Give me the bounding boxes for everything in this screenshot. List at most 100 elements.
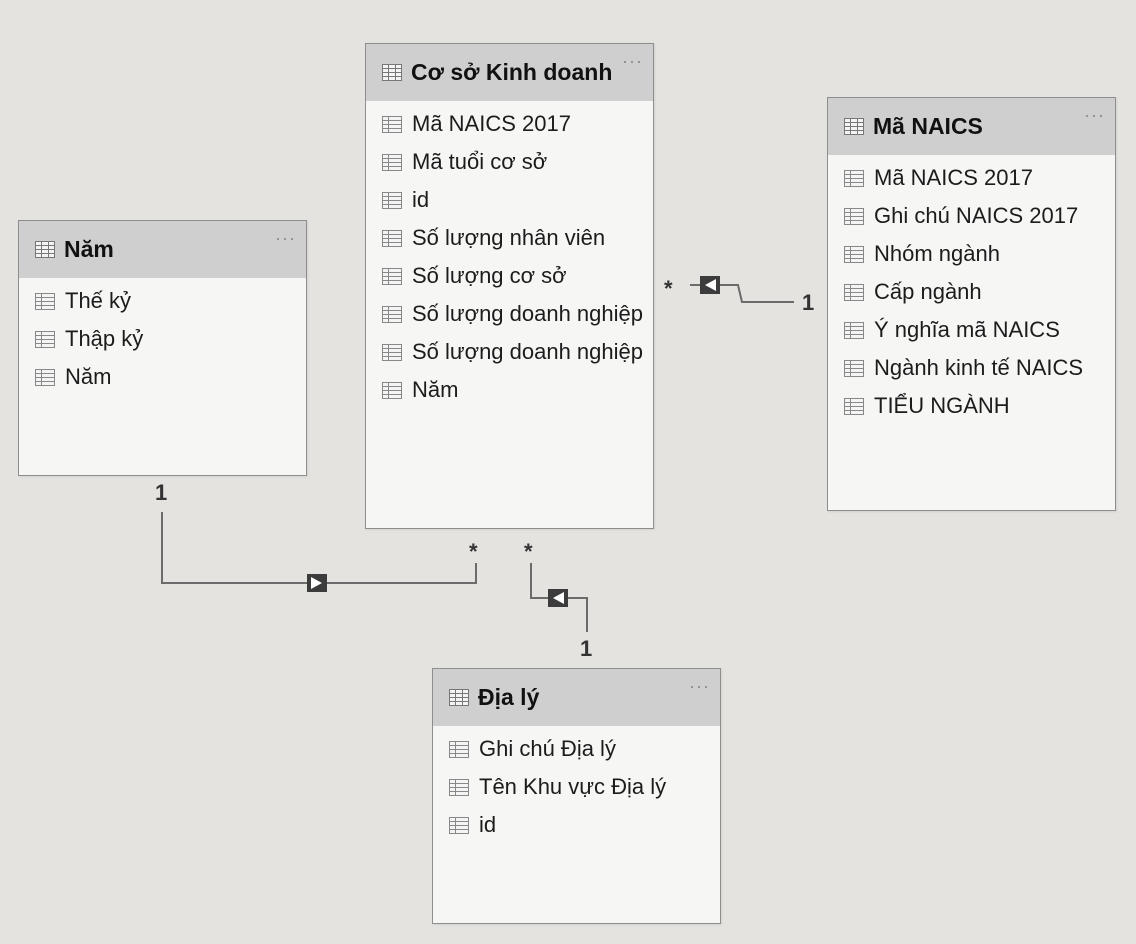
table-title: Địa lý	[478, 684, 540, 710]
table-header[interactable]: Mã NAICS ···	[828, 98, 1115, 155]
table-icon	[449, 689, 469, 706]
field-row[interactable]: Năm	[366, 371, 653, 409]
more-options-icon[interactable]: ···	[275, 228, 296, 248]
table-icon	[844, 118, 864, 135]
field-row[interactable]: Số lượng doanh nghiệp	[366, 333, 653, 371]
field-label: Ghi chú NAICS 2017	[874, 203, 1079, 228]
field-icon	[382, 115, 402, 133]
field-label: Số lượng doanh nghiệp	[412, 339, 643, 364]
field-label: Nhóm ngành	[874, 241, 1000, 266]
table-header[interactable]: Cơ sở Kinh doanh ···	[366, 44, 653, 101]
more-options-icon[interactable]: ···	[1084, 105, 1105, 125]
relationship-dialy-coso[interactable]	[530, 563, 588, 632]
table-card-ma-naics[interactable]: Mã NAICS ··· Mã NAICS 2017 Ghi chú NAICS…	[827, 97, 1116, 511]
relationship-coso-naics[interactable]	[690, 276, 794, 303]
field-icon	[844, 321, 864, 339]
field-row[interactable]: id	[433, 806, 720, 844]
table-card-co-so-kinh-doanh[interactable]: Cơ sở Kinh doanh ··· Mã NAICS 2017 Mã tu…	[365, 43, 654, 529]
table-title: Năm	[64, 236, 114, 262]
cardinality-one-label: 1	[155, 480, 168, 505]
more-options-icon[interactable]: ···	[622, 51, 643, 71]
more-options-icon[interactable]: ···	[689, 676, 710, 696]
field-icon	[449, 740, 469, 758]
field-row[interactable]: Tên Khu vực Địa lý	[433, 768, 720, 806]
field-icon	[382, 153, 402, 171]
field-icon	[449, 778, 469, 796]
field-label: Tên Khu vực Địa lý	[479, 774, 667, 799]
field-row[interactable]: Mã tuổi cơ sở	[366, 143, 653, 181]
field-list: Mã NAICS 2017 Ghi chú NAICS 2017 Nhóm ng…	[828, 155, 1115, 425]
field-row[interactable]: Ghi chú Địa lý	[433, 730, 720, 768]
field-icon	[382, 305, 402, 323]
field-icon	[844, 245, 864, 263]
field-label: Năm	[412, 377, 459, 402]
field-row[interactable]: Cấp ngành	[828, 273, 1115, 311]
field-row[interactable]: Thế kỷ	[19, 282, 306, 320]
filter-arrow-icon	[700, 276, 720, 294]
field-label: Thế kỷ	[65, 288, 132, 313]
field-label: Mã NAICS 2017	[874, 165, 1033, 190]
field-label: Số lượng nhân viên	[412, 225, 606, 250]
field-row[interactable]: Ý nghĩa mã NAICS	[828, 311, 1115, 349]
field-row[interactable]: Năm	[19, 358, 306, 396]
table-header[interactable]: Năm ···	[19, 221, 306, 278]
field-label: TIỂU NGÀNH	[874, 393, 1010, 418]
field-row[interactable]: TIỂU NGÀNH	[828, 387, 1115, 425]
field-icon	[382, 267, 402, 285]
field-icon	[844, 207, 864, 225]
field-label: Mã NAICS 2017	[412, 111, 571, 136]
field-row[interactable]: Nhóm ngành	[828, 235, 1115, 273]
field-row[interactable]: Số lượng doanh nghiệp	[366, 295, 653, 333]
field-label: Cấp ngành	[874, 279, 982, 304]
field-row[interactable]: Ghi chú NAICS 2017	[828, 197, 1115, 235]
field-icon	[35, 330, 55, 348]
field-row[interactable]: id	[366, 181, 653, 219]
field-icon	[382, 229, 402, 247]
field-label: Số lượng cơ sở	[412, 263, 567, 288]
field-row[interactable]: Mã NAICS 2017	[828, 159, 1115, 197]
table-icon	[35, 241, 55, 258]
field-label: Ngành kinh tế NAICS	[874, 355, 1084, 380]
field-row[interactable]: Thập kỷ	[19, 320, 306, 358]
field-icon	[35, 368, 55, 386]
table-icon	[382, 64, 402, 81]
table-card-dia-ly[interactable]: Địa lý ··· Ghi chú Địa lý Tên Khu vực Đị…	[432, 668, 721, 924]
field-row[interactable]: Mã NAICS 2017	[366, 105, 653, 143]
field-icon	[844, 397, 864, 415]
field-icon	[382, 343, 402, 361]
field-icon	[449, 816, 469, 834]
field-list: Mã NAICS 2017 Mã tuổi cơ sở id Số lượng …	[366, 101, 653, 409]
table-title: Cơ sở Kinh doanh	[411, 59, 613, 85]
relationship-nam-coso[interactable]	[161, 512, 477, 592]
cardinality-many-label: *	[524, 539, 533, 564]
field-icon	[382, 381, 402, 399]
field-label: Ý nghĩa mã NAICS	[874, 317, 1060, 342]
field-row[interactable]: Ngành kinh tế NAICS	[828, 349, 1115, 387]
cardinality-many-label: *	[469, 539, 478, 564]
field-label: id	[412, 187, 430, 212]
field-list: Ghi chú Địa lý Tên Khu vực Địa lý id	[433, 726, 720, 844]
filter-arrow-icon	[548, 589, 568, 607]
field-icon	[844, 359, 864, 377]
field-label: id	[479, 812, 497, 837]
field-label: Ghi chú Địa lý	[479, 736, 616, 761]
field-icon	[35, 292, 55, 310]
field-icon	[382, 191, 402, 209]
table-card-nam[interactable]: Năm ··· Thế kỷ Thập kỷ Năm	[18, 220, 307, 476]
field-label: Năm	[65, 364, 112, 389]
filter-arrow-icon	[307, 574, 327, 592]
field-label: Thập kỷ	[65, 326, 144, 351]
field-label: Mã tuổi cơ sở	[412, 149, 548, 174]
field-icon	[844, 283, 864, 301]
field-label: Số lượng doanh nghiệp	[412, 301, 643, 326]
field-row[interactable]: Số lượng cơ sở	[366, 257, 653, 295]
table-title: Mã NAICS	[873, 113, 983, 139]
cardinality-one-label: 1	[580, 636, 593, 661]
field-list: Thế kỷ Thập kỷ Năm	[19, 278, 306, 396]
table-header[interactable]: Địa lý ···	[433, 669, 720, 726]
field-row[interactable]: Số lượng nhân viên	[366, 219, 653, 257]
cardinality-one-label: 1	[802, 290, 815, 315]
field-icon	[844, 169, 864, 187]
cardinality-many-label: *	[664, 276, 673, 301]
